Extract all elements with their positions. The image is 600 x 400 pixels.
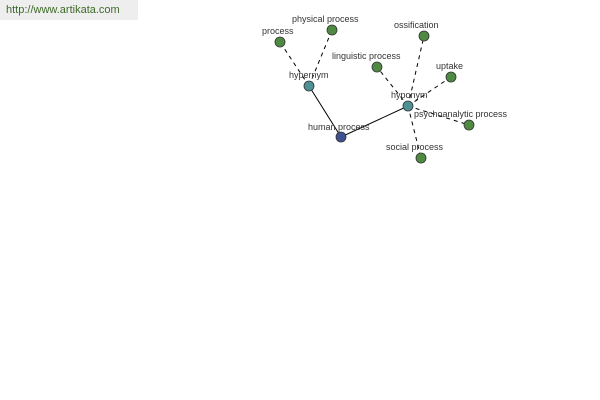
- edge-human-process-to-hypernym: [308, 85, 342, 138]
- edge-hypernym-to-process: [279, 41, 310, 87]
- site-url-link[interactable]: http://www.artikata.com: [6, 4, 120, 16]
- node-label-human-process[interactable]: human process: [308, 122, 370, 132]
- node-label-physical-process[interactable]: physical process: [292, 14, 359, 24]
- edge-hyponym-to-linguistic-process: [376, 66, 409, 107]
- node-label-process[interactable]: process: [262, 26, 294, 36]
- node-label-ossification[interactable]: ossification: [394, 20, 439, 30]
- node-uptake[interactable]: [445, 71, 457, 83]
- node-human-process[interactable]: [335, 131, 347, 143]
- graph-labels: human process hypernym hyponym process physi…: [262, 14, 508, 152]
- graph-edges: [279, 29, 470, 159]
- edge-hyponym-to-ossification: [407, 35, 425, 107]
- node-label-uptake[interactable]: uptake: [436, 61, 463, 71]
- edge-hypernym-to-physical-process: [308, 29, 333, 87]
- node-process[interactable]: [274, 36, 286, 48]
- node-physical-process[interactable]: [326, 24, 338, 36]
- node-hypernym[interactable]: [303, 80, 315, 92]
- edge-hyponym-to-uptake: [407, 76, 452, 107]
- node-label-hypernym[interactable]: hypernym: [289, 70, 329, 80]
- edge-human-process-to-hyponym: [340, 105, 409, 138]
- url-banner: http://www.artikata.com: [0, 0, 138, 20]
- edge-hyponym-to-psychoanalytic-process: [407, 105, 470, 126]
- node-label-psychoanalytic-process[interactable]: psychoanalytic process: [414, 109, 508, 119]
- node-hyponym[interactable]: [402, 100, 414, 112]
- node-label-social-process[interactable]: social process: [386, 142, 444, 152]
- node-label-hyponym[interactable]: hyponym: [391, 90, 428, 100]
- edge-hyponym-to-social-process: [407, 105, 422, 159]
- node-social-process[interactable]: [415, 152, 427, 164]
- node-linguistic-process[interactable]: [371, 61, 383, 73]
- node-label-linguistic-process[interactable]: linguistic process: [332, 51, 401, 61]
- node-ossification[interactable]: [418, 30, 430, 42]
- graph-nodes: [274, 24, 475, 164]
- node-psychoanalytic-process[interactable]: [463, 119, 475, 131]
